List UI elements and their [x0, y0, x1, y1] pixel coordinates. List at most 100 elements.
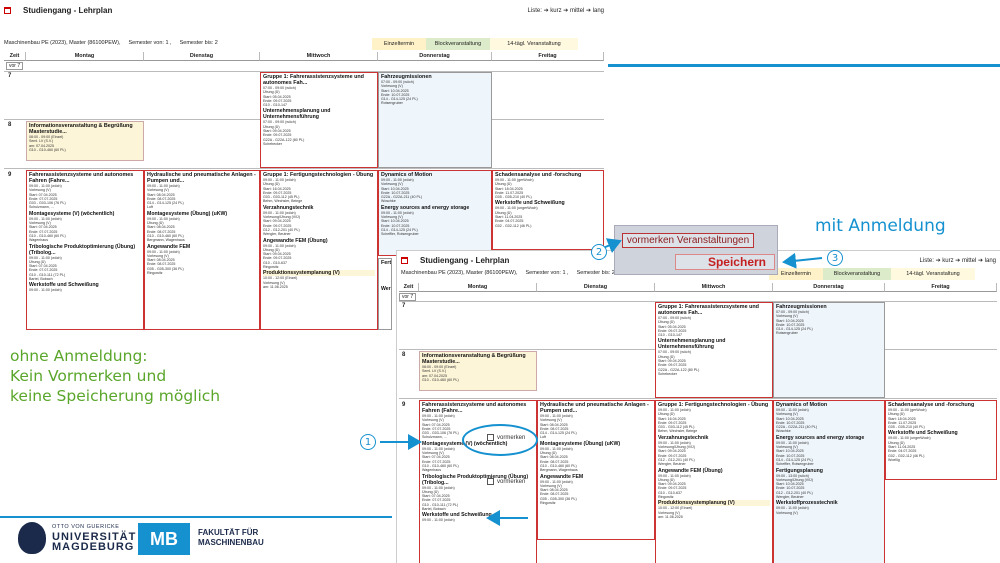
event-line: am: 07.04.2025: [422, 373, 447, 378]
event-line: Übung (Ü): [147, 221, 164, 226]
faculty-line: MASCHINENBAU: [198, 538, 264, 547]
event-line: Übung (Ü): [495, 210, 512, 215]
event-line: G03 - G03-106 (76 PL): [29, 201, 66, 206]
event-hydraulik[interactable]: Hydraulische und pneumatische Anlagen - …: [144, 170, 260, 330]
col-freitag: Freitag: [492, 52, 604, 61]
event-hydraulik[interactable]: Hydraulische und pneumatische Anlagen - …: [537, 400, 655, 540]
uni-line: MAGDEBURG: [52, 541, 135, 553]
event-line: 09:00 - 11:00 (wöch): [658, 473, 691, 478]
event-line: am: 11.06.2025: [263, 284, 288, 289]
event-gruppe1-fas[interactable]: Gruppe 1: Fahrerassistenzsysteme und aut…: [655, 302, 773, 398]
event-fahrzeugmissionen[interactable]: Fahrzeugmissionen 07:00 - 09:00 (wöch)Vo…: [773, 302, 885, 398]
event-line: Übung (Ü): [29, 259, 46, 264]
event-line: Ende: 10.07.2025: [776, 322, 805, 327]
event-line: Ende: 09.07.2025: [263, 223, 292, 228]
event-line: Start: 09.04.2025: [658, 449, 686, 454]
event-line: Ende: 09.07.2025: [263, 256, 292, 261]
row-divider: [399, 301, 997, 302]
uni-line: OTTO VON GUERICKE: [52, 524, 120, 530]
event-line: 09:00 - 11:00 (wöch): [422, 446, 455, 451]
list-options[interactable]: ➔ kurz ➔ mittel ➔ lang: [935, 257, 996, 264]
semester-from: Semester von: 1 ,: [128, 40, 172, 46]
event-line: Übung (Ü): [658, 412, 675, 417]
list-options[interactable]: ➔ kurz ➔ mittel ➔ lang: [543, 7, 604, 14]
event-schadensanalyse[interactable]: Schadensanalyse und -forschung 09:00 - 1…: [492, 170, 604, 250]
event-line: 09:00 - 11:00 (wöch): [540, 414, 573, 418]
event-line: Start: 18.04.2025: [495, 186, 523, 191]
event-line: Ringowitz: [147, 271, 163, 276]
event-line: G10 - G10-460 (60 PL): [29, 147, 66, 152]
event-line: Scheffler, Rotsengruber: [381, 232, 419, 237]
event-title: Dynamics of Motion: [776, 402, 828, 408]
event-fahrzeugmissionen[interactable]: Fahrzeugmissionen 07:00 - 09:00 (wöch)Vo…: [378, 72, 492, 168]
event-line: Woschke: [776, 429, 791, 434]
event-schadensanalyse[interactable]: Schadensanalyse und -forschung 09:00 - 1…: [885, 400, 997, 480]
event-dynamics[interactable]: Dynamics of Motion 09:00 - 11:00 (wöch)V…: [773, 400, 885, 563]
event-line: Start: 08.04.2025: [540, 422, 568, 427]
event-line: G05 - G05-300 (36 PL): [540, 496, 577, 501]
event-fas-montag[interactable]: Fahrerassistenzsysteme und autonomes Fah…: [26, 170, 144, 330]
event-line: am: 07.04.2025: [29, 143, 54, 148]
timetable-screenshot-anonymous: Studiengang - Lehrplan Liste: ➔ kurz ➔ m…: [0, 0, 608, 330]
event-line: 10:00 - 12:00 (Einzel): [263, 276, 298, 281]
event-line: 09:00 - 11:00 (ungerWoch): [495, 206, 538, 211]
event-line: Start: 11.04.2025: [495, 215, 523, 220]
event-line: G03 - G03-106 (76 PL): [422, 431, 459, 436]
list-label: Liste:: [527, 7, 542, 14]
event-line: 07:00 - 09:00 (wöch): [263, 86, 296, 90]
event-line: Ende: 09.07.2025: [263, 133, 292, 138]
event-line: Ende: 09.07.2025: [263, 190, 292, 195]
event-fertigungstechnologien[interactable]: Gruppe 1: Fertigungstechnologien - Übung…: [260, 170, 378, 330]
timetable-title: Studiengang - Lehrplan: [420, 255, 510, 265]
event-line: G02 - G02-112 (46 PL): [888, 453, 925, 458]
event-fertigungstechnologien[interactable]: Gruppe 1: Fertigungstechnologien - Übung…: [655, 400, 773, 563]
university-crest-icon: [18, 522, 46, 554]
event-line: Ende: 08.07.2025: [540, 492, 569, 497]
event-line: G10 - G10-637: [658, 490, 682, 495]
event-line: Vorlesung (V): [540, 418, 562, 423]
vormerken-veranstaltungen-button[interactable]: vormerken Veranstaltungen: [622, 233, 754, 248]
semester-to: Semester bis: 2: [179, 40, 218, 46]
event-line: 09:00 - 11:00 (wöch): [422, 485, 455, 490]
vor-7-button[interactable]: vor 7: [6, 62, 24, 70]
event-title: Fert: [381, 260, 392, 266]
event-line: 07:00 - 09:00 (wöch): [381, 80, 414, 84]
highlight-oval: [462, 424, 538, 456]
event-line: Übung (Ü): [263, 90, 280, 95]
event-info-begruessung[interactable]: Informationsveranstaltung & Begrüßung Ma…: [419, 351, 537, 391]
vor-7-button[interactable]: vor 7: [399, 293, 417, 301]
legend-block: Blockveranstaltung: [823, 268, 891, 280]
event-line: 09:00 - 11:00 (gerWoch): [495, 178, 534, 182]
event-fert-truncated[interactable]: Fert Wer: [378, 258, 392, 330]
event-title: Werkstoffe und Schweißung: [495, 200, 565, 207]
step-2-marker: 2: [591, 244, 607, 260]
event-line: 09:00 - 11:00 (wöch): [776, 506, 809, 511]
event-line: 09:00 - 13:00 (wöch): [776, 473, 809, 478]
col-zeit: Zeit: [4, 52, 26, 61]
event-line: G05 - G05-300 (36 PL): [147, 266, 184, 271]
event-gruppe1-fas[interactable]: Gruppe 1: Fahrerassistenzsysteme und aut…: [260, 72, 378, 168]
event-line: Vorlesung (V): [381, 84, 403, 89]
event-line: G10 - G10-460 (60 PL): [422, 463, 459, 468]
note-line: Kein Vormerken und: [10, 367, 167, 385]
event-line: Start: 10.04.2025: [381, 88, 409, 93]
event-dynamics[interactable]: Dynamics of Motion 09:00 - 11:00 (wöch)V…: [378, 170, 492, 256]
event-line: Start: 07.04.2025: [29, 192, 57, 197]
speichern-button[interactable]: Speichern: [675, 254, 775, 270]
checkbox-box[interactable]: [487, 478, 494, 485]
event-info-begruessung[interactable]: Informationsveranstaltung & Begrüßung Ma…: [26, 121, 144, 161]
event-line: 09:00 - 11:00 (wöch): [29, 255, 62, 260]
event-title: Werkstoffe und Schweißung: [29, 282, 99, 289]
col-dienstag: Dienstag: [144, 52, 260, 61]
event-line: Start: 09.04.2025: [263, 129, 291, 134]
event-line: Vorlesung (V): [776, 314, 798, 319]
event-line: Ende: 08.07.2025: [147, 229, 176, 234]
event-line: G12 - G12-201 (40 PL): [658, 457, 695, 462]
event-title: Produktionssystemplanung (V): [263, 270, 375, 277]
event-line: Ende: 11.07.2025: [495, 190, 524, 195]
event-line: Start: 10.04.2025: [381, 186, 409, 191]
event-line: Ende: 08.07.2025: [540, 459, 569, 464]
event-title: Fahrerassistenzsysteme und autonomes Fah…: [29, 172, 134, 184]
vormerken-checkbox-trib[interactable]: vormerken: [487, 478, 525, 485]
timetable-header: Studiengang - Lehrplan Liste: ➔ kurz ➔ m…: [401, 253, 996, 267]
